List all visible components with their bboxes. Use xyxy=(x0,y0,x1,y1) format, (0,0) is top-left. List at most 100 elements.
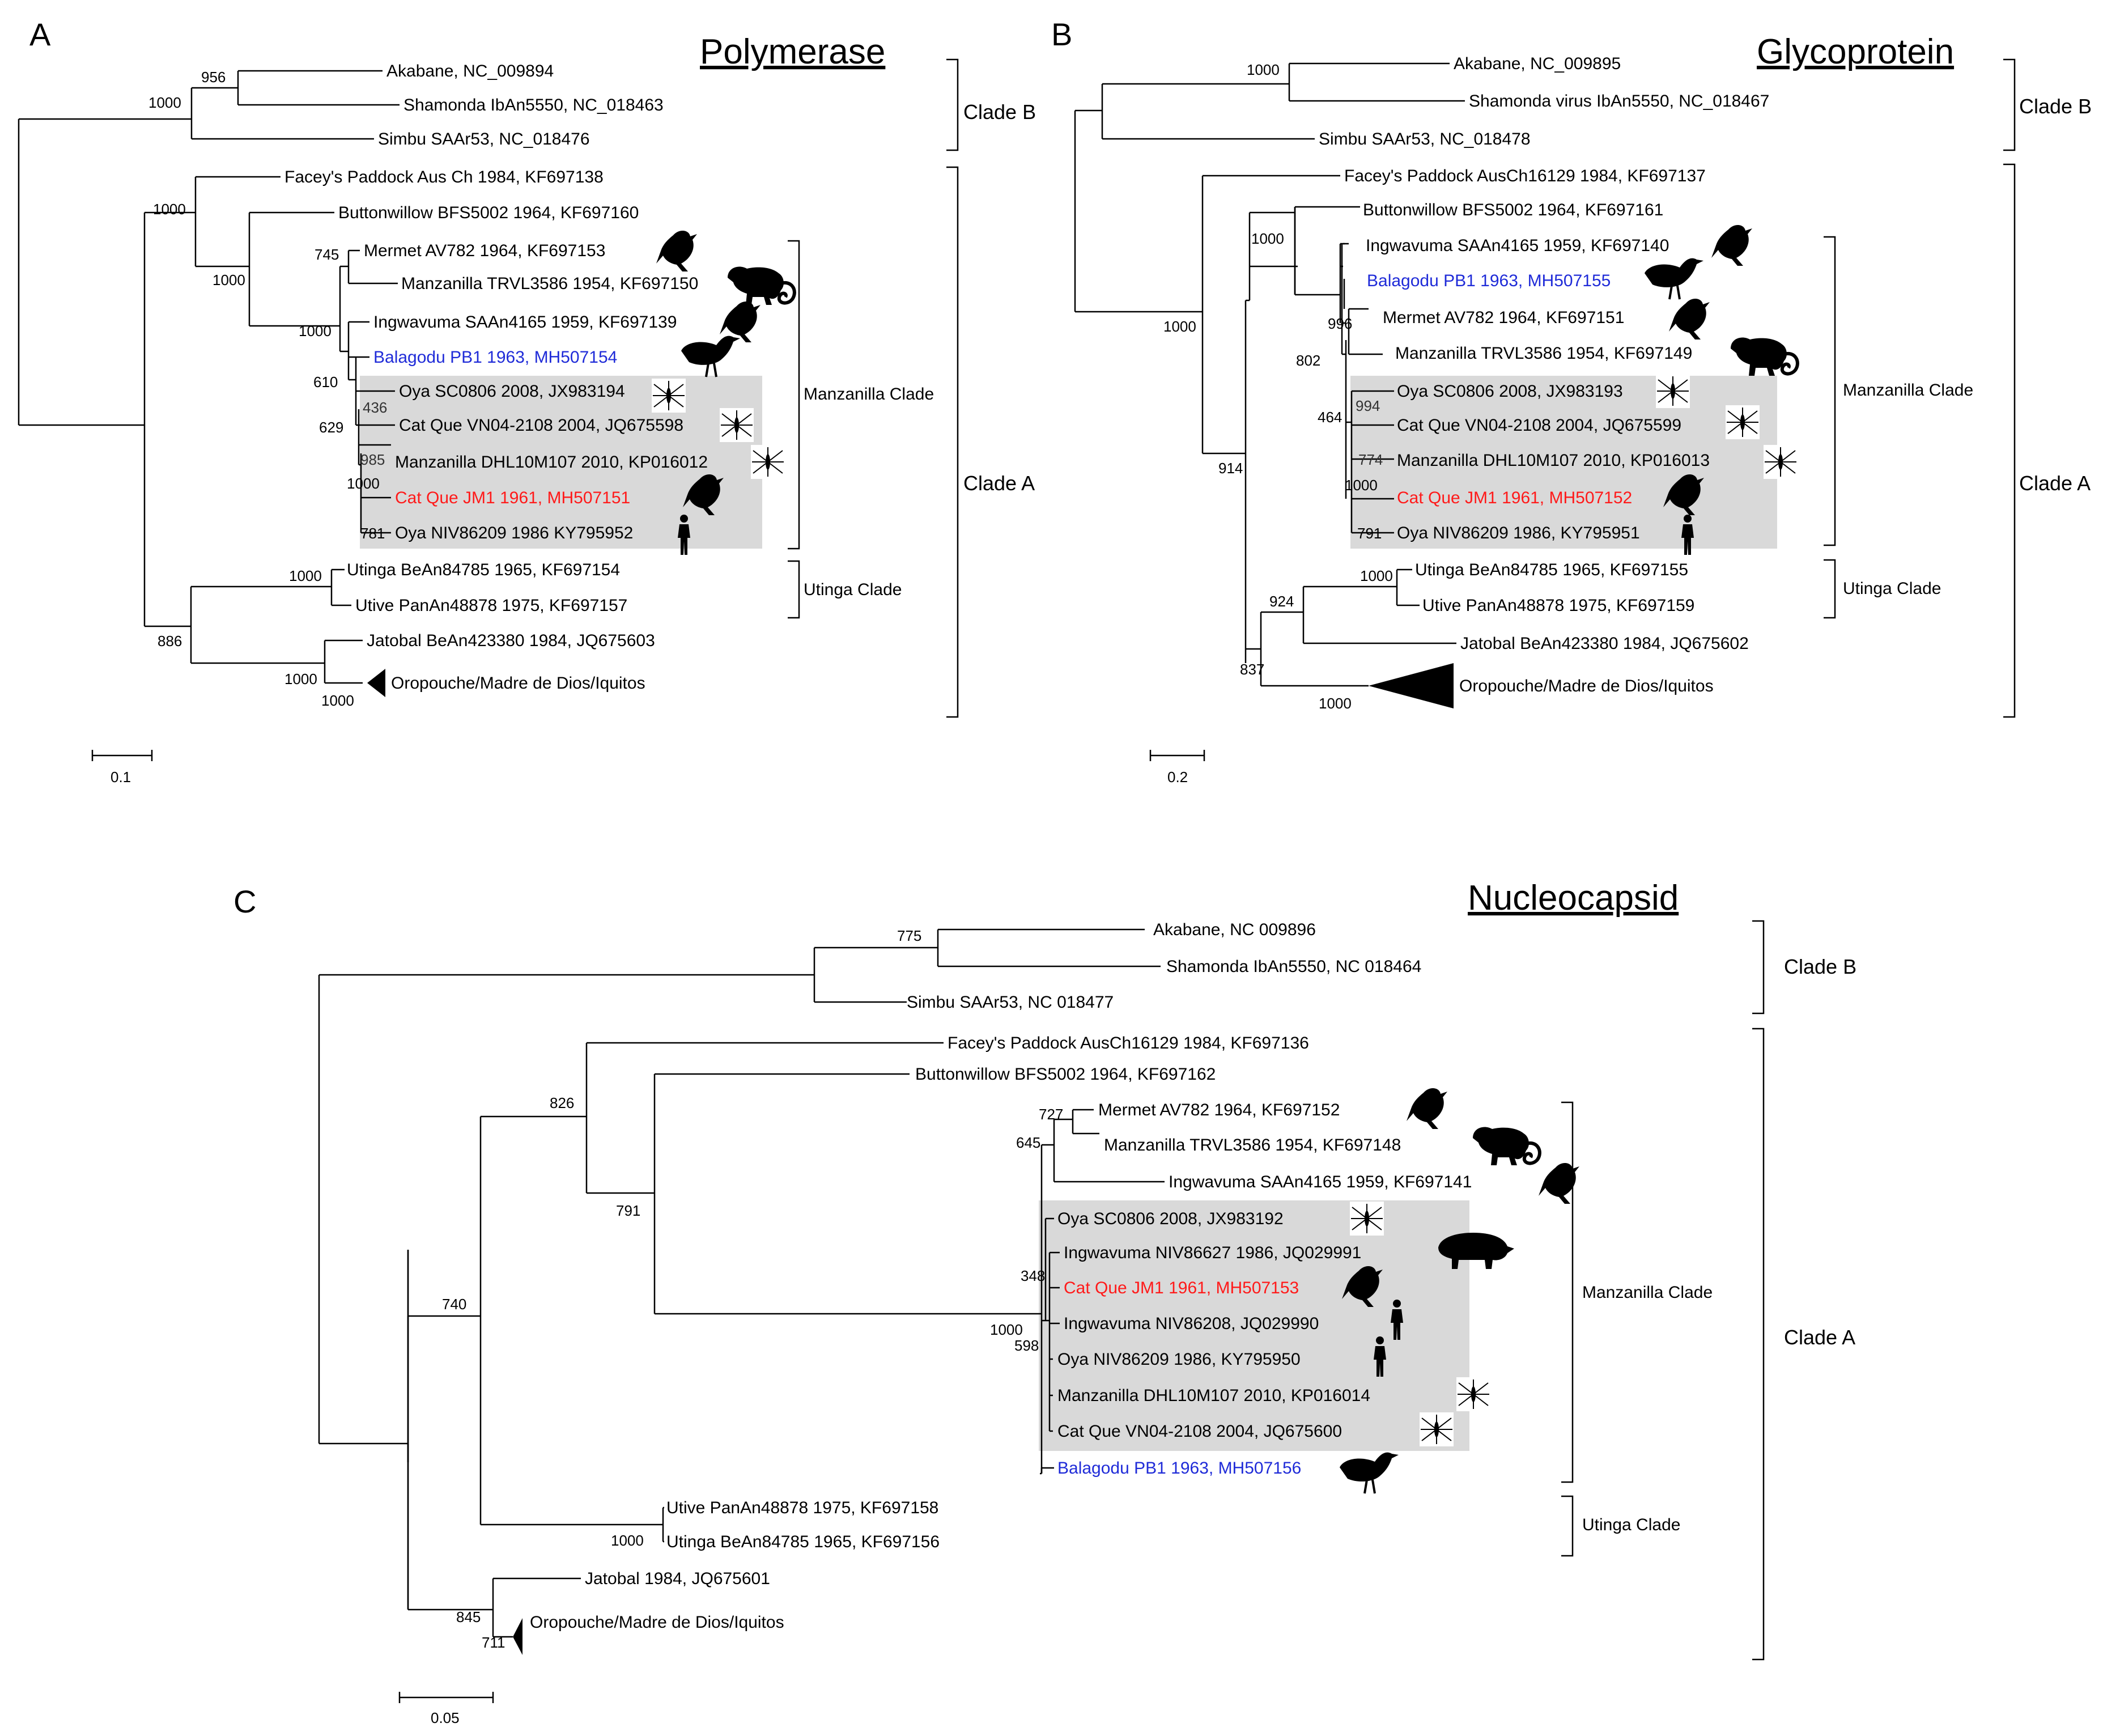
clade-brackets-a: Clade B Clade A Manzanilla Clade Utinga … xyxy=(788,58,1036,718)
support-value: 727 xyxy=(1039,1106,1063,1123)
support-value: 994 xyxy=(1356,397,1380,414)
taxon-label: Facey's Paddock Aus Ch 1984, KF697138 xyxy=(284,168,604,186)
panel-letter-a: A xyxy=(29,16,51,52)
water-bird-icon xyxy=(680,334,741,378)
clade-brackets-c: Clade B Clade A Manzanilla Clade Utinga … xyxy=(1561,920,1856,1661)
support-value: 1000 xyxy=(153,201,186,218)
taxon-label: Oya NIV86209 1986 KY795952 xyxy=(395,524,633,542)
taxon-label-highlight-red: Cat Que JM1 1961, MH507151 xyxy=(395,489,630,507)
support-value: 1000 xyxy=(289,567,322,584)
taxon-label: Utinga BeAn84785 1965, KF697155 xyxy=(1415,561,1688,579)
support-value: 914 xyxy=(1218,460,1243,477)
mosquito-icon xyxy=(1655,373,1690,409)
clade-label-manzanilla: Manzanilla Clade xyxy=(1843,381,1973,400)
support-value: 781 xyxy=(360,525,385,542)
taxon-label: Shamonda IbAn5550, NC_018463 xyxy=(403,96,664,114)
support-values-c: 775 826 727 645 791 348 1000 598 740 100… xyxy=(442,927,1063,1651)
clade-label-manzanilla: Manzanilla Clade xyxy=(804,385,934,404)
taxon-label: Oya NIV86209 1986, KY795950 xyxy=(1057,1350,1301,1369)
support-value: 1000 xyxy=(1251,230,1284,247)
support-values-a: 956 1000 1000 1000 745 1000 610 629 436 … xyxy=(148,69,387,709)
scale-bar-label: 0.05 xyxy=(431,1709,460,1726)
support-value: 774 xyxy=(1358,451,1383,468)
taxon-label: Mermet AV782 1964, KF697151 xyxy=(1383,308,1624,327)
taxon-label: Buttonwillow BFS5002 1964, KF697162 xyxy=(915,1065,1216,1084)
support-value: 802 xyxy=(1296,352,1320,369)
taxon-label: Oropouche/Madre de Dios/Iquitos xyxy=(391,674,645,693)
taxon-label: Mermet AV782 1964, KF697152 xyxy=(1098,1101,1340,1119)
clade-label-utinga: Utinga Clade xyxy=(804,580,902,599)
support-value: 598 xyxy=(1014,1337,1039,1354)
mosquito-icon xyxy=(1763,444,1798,479)
taxon-label: Utinga BeAn84785 1965, KF697156 xyxy=(666,1533,940,1551)
support-value: 956 xyxy=(201,69,226,86)
support-value: 985 xyxy=(360,451,385,468)
taxon-label: Jatobal 1984, JQ675601 xyxy=(585,1569,770,1588)
panel-title-polymerase: Polymerase xyxy=(700,32,885,71)
taxon-label: Jatobal BeAn423380 1984, JQ675603 xyxy=(367,631,655,650)
scale-bar-b: 0.2 xyxy=(1149,750,1205,786)
taxon-label: Utinga BeAn84785 1965, KF697154 xyxy=(347,561,620,579)
mosquito-icon xyxy=(1419,1412,1454,1447)
taxon-label: Shamonda IbAn5550, NC 018464 xyxy=(1166,957,1421,976)
support-value: 924 xyxy=(1269,593,1294,610)
taxon-label: Simbu SAAr53, NC_018478 xyxy=(1319,130,1531,148)
taxon-label: Akabane, NC_009895 xyxy=(1454,54,1621,73)
mosquito-icon xyxy=(1349,1201,1384,1236)
mosquito-icon xyxy=(1725,405,1760,440)
water-bird-icon xyxy=(1339,1451,1400,1495)
taxon-label: Jatobal BeAn423380 1984, JQ675602 xyxy=(1460,634,1749,653)
taxon-label: Ingwavuma NIV86627 1986, JQ029991 xyxy=(1064,1243,1361,1262)
taxon-label: Ingwavuma SAAn4165 1959, KF697140 xyxy=(1366,236,1669,255)
support-value: 1000 xyxy=(1163,318,1196,335)
tree-branches-b xyxy=(1074,62,1465,708)
tree-branches-c xyxy=(318,928,1165,1655)
panel-title-glycoprotein: Glycoprotein xyxy=(1757,32,1954,71)
support-value: 711 xyxy=(482,1634,505,1651)
taxon-label: Ingwavuma SAAn4165 1959, KF697139 xyxy=(373,313,677,332)
taxon-label: Cat Que VN04-2108 2004, JQ675598 xyxy=(399,416,683,435)
taxon-label-highlight-red: Cat Que JM1 1961, MH507152 xyxy=(1397,489,1632,507)
support-value: 791 xyxy=(616,1202,640,1219)
clade-label-b: Clade B xyxy=(963,100,1036,124)
taxon-label: Oya SC0806 2008, JX983192 xyxy=(1057,1209,1284,1228)
panel-b: B Glycoprotein xyxy=(1051,16,2092,786)
clade-label-utinga: Utinga Clade xyxy=(1843,579,1941,598)
taxon-labels-b: Akabane, NC_009895 Shamonda virus IbAn55… xyxy=(1319,54,1769,695)
support-value: 1000 xyxy=(1360,567,1393,584)
mosquito-icon xyxy=(1456,1377,1491,1412)
support-value: 645 xyxy=(1016,1134,1040,1151)
taxon-label-highlight-blue: Balagodu PB1 1963, MH507156 xyxy=(1057,1459,1301,1478)
taxon-label: Akabane, NC_009894 xyxy=(386,62,554,80)
support-value: 1000 xyxy=(148,94,181,111)
support-value: 1000 xyxy=(1345,477,1378,494)
taxon-label: Manzanilla TRVL3586 1954, KF697148 xyxy=(1104,1136,1401,1154)
support-value: 1000 xyxy=(1319,695,1352,712)
support-value: 837 xyxy=(1240,661,1264,678)
taxon-labels-a: Akabane, NC_009894 Shamonda IbAn5550, NC… xyxy=(284,62,708,693)
taxon-label-highlight-blue: Balagodu PB1 1963, MH507154 xyxy=(373,348,617,367)
taxon-label: Facey's Paddock AusCh16129 1984, KF69713… xyxy=(948,1034,1309,1052)
support-value: 826 xyxy=(550,1094,574,1111)
support-value: 996 xyxy=(1328,315,1352,332)
support-value: 1000 xyxy=(347,475,380,492)
taxon-label: Buttonwillow BFS5002 1964, KF697160 xyxy=(338,203,639,222)
bird-icon xyxy=(1711,224,1752,266)
tree-branches-a xyxy=(18,70,400,697)
panel-letter-b: B xyxy=(1051,16,1072,52)
taxon-label: Oya SC0806 2008, JX983194 xyxy=(399,382,625,401)
taxon-label: Cat Que VN04-2108 2004, JQ675600 xyxy=(1057,1422,1342,1441)
scale-bar-label: 0.2 xyxy=(1167,769,1188,786)
taxon-label: Utive PanAn48878 1975, KF697159 xyxy=(1422,596,1694,615)
support-value: 791 xyxy=(1357,525,1382,542)
clade-label-utinga: Utinga Clade xyxy=(1582,1516,1680,1534)
bird-icon xyxy=(1669,298,1710,339)
support-value: 775 xyxy=(897,927,921,944)
bird-icon xyxy=(1407,1088,1447,1129)
clade-label-b: Clade B xyxy=(2019,95,2092,118)
taxon-label: Ingwavuma NIV86208, JQ029990 xyxy=(1064,1314,1319,1333)
mosquito-icon xyxy=(719,408,754,443)
support-value: 436 xyxy=(363,399,387,416)
taxon-label-highlight-red: Cat Que JM1 1961, MH507153 xyxy=(1064,1279,1299,1297)
